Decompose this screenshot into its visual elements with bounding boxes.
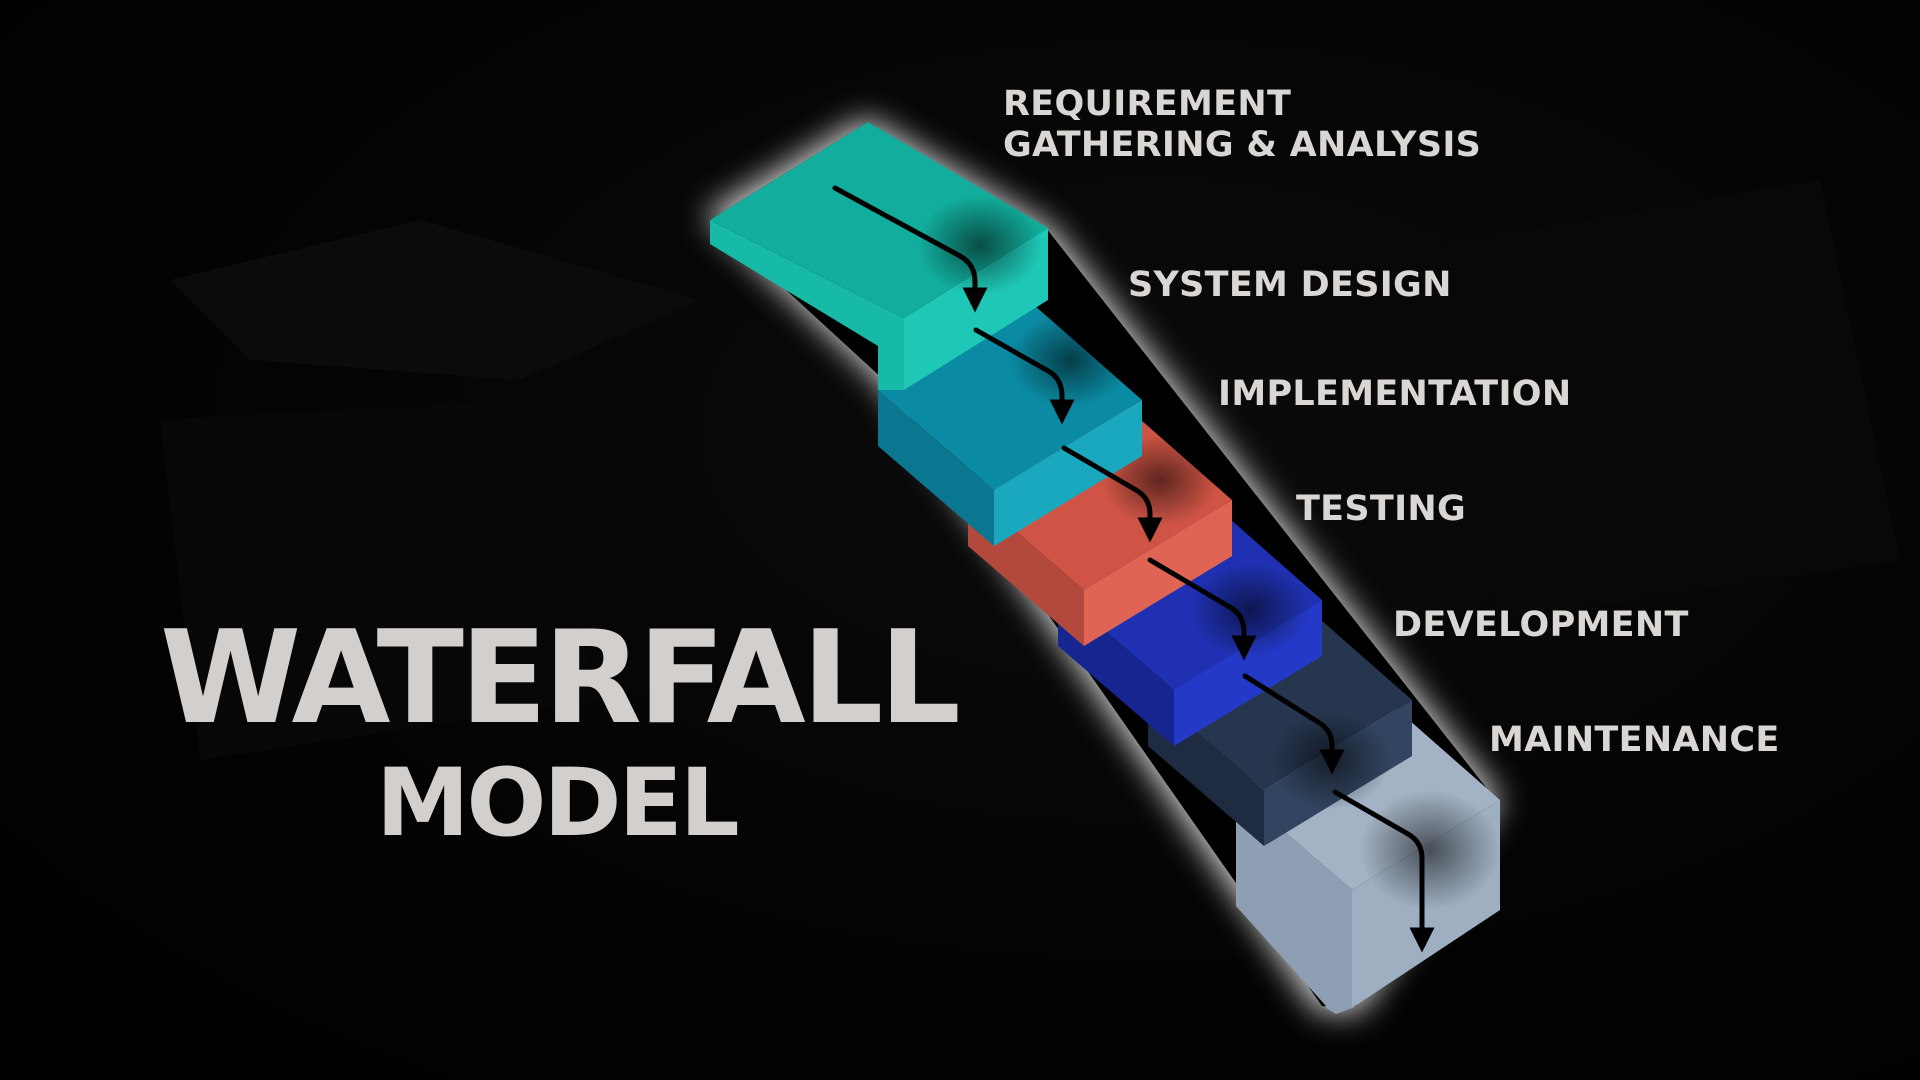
phase-label-development: DEVELOPMENT — [1393, 605, 1689, 646]
flow-arrow-1 — [832, 185, 988, 313]
flow-arrow-4 — [1147, 557, 1257, 661]
phase-label-implementation: IMPLEMENTATION — [1218, 374, 1571, 415]
phase-label-requirements-line-1: REQUIREMENT — [1003, 84, 1292, 124]
flow-arrow-2 — [973, 327, 1075, 425]
phase-label-implementation-line-1: IMPLEMENTATION — [1218, 374, 1572, 414]
phase-label-requirements-line-2: GATHERING & ANALYSIS — [1003, 125, 1482, 165]
flow-arrows — [832, 185, 1435, 953]
phase-label-maintenance: MAINTENANCE — [1489, 720, 1780, 761]
phase-label-maintenance-line-1: MAINTENANCE — [1489, 720, 1780, 760]
phase-label-testing: TESTING — [1296, 489, 1466, 530]
flow-arrow-3 — [1061, 445, 1163, 543]
phase-label-development-line-1: DEVELOPMENT — [1393, 605, 1689, 645]
step-system-design — [878, 298, 1142, 546]
phase-label-system-design: SYSTEM DESIGN — [1128, 265, 1452, 306]
title-main: WATERFALL — [160, 604, 961, 753]
flow-arrow-5 — [1242, 673, 1345, 775]
phase-label-testing-line-1: TESTING — [1296, 489, 1467, 529]
title-sub: MODEL — [376, 749, 740, 858]
phase-label-system-design-line-1: SYSTEM DESIGN — [1128, 265, 1452, 305]
flow-arrow-6 — [1332, 789, 1435, 953]
phase-label-requirements: REQUIREMENT GATHERING & ANALYSIS — [1003, 84, 1481, 166]
